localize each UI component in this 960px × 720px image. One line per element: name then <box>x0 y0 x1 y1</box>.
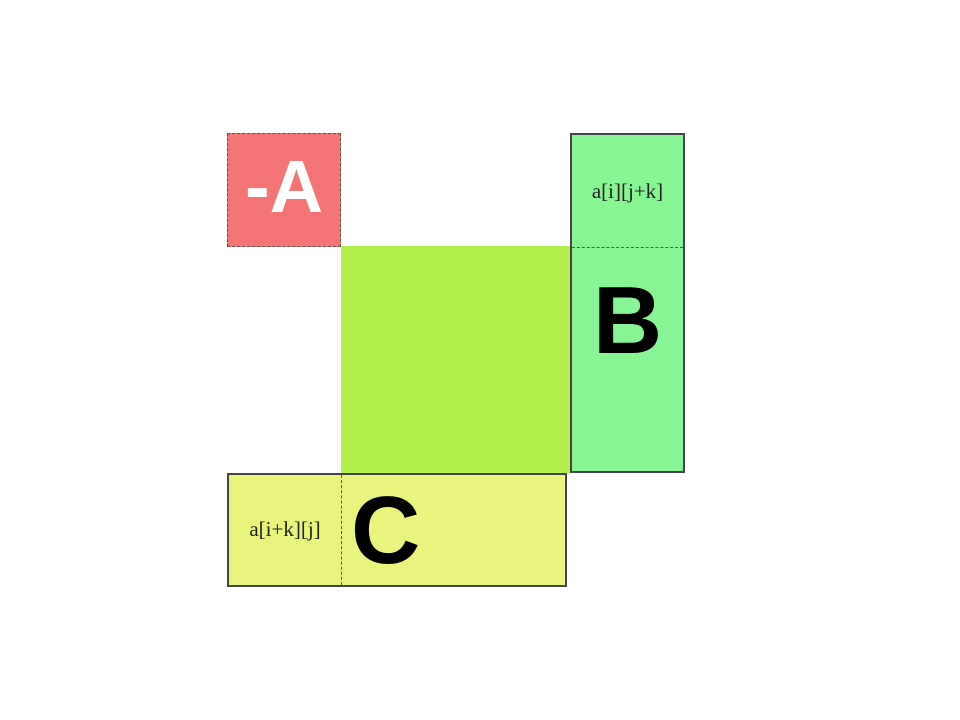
center-block <box>341 246 570 473</box>
block-b-cell-label: a[i][j+k] <box>591 179 664 203</box>
block-c: a[i+k][j] C <box>227 473 567 587</box>
block-c-label: C <box>351 477 421 584</box>
block-c-divider <box>341 475 342 585</box>
block-b-label: B <box>592 267 663 374</box>
block-b: a[i][j+k] B <box>570 133 685 473</box>
block-a: -A <box>227 133 341 247</box>
block-a-label: -A <box>244 145 324 228</box>
block-b-divider <box>572 247 683 248</box>
block-c-cell-label: a[i+k][j] <box>249 517 321 541</box>
